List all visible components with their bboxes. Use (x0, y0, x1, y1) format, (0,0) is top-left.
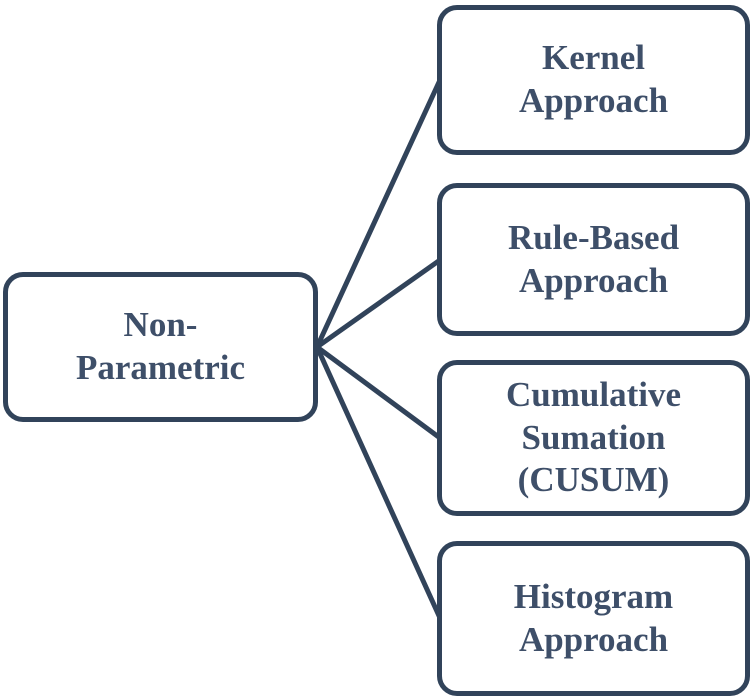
node-rule-based-approach-label: Rule-Based Approach (507, 217, 680, 300)
node-kernel-approach-label: Kernel Approach (518, 38, 669, 120)
node-non-parametric-label: Non- Parametric (75, 305, 246, 387)
node-histogram-approach-label: Histogram Approach (513, 576, 674, 659)
node-kernel-approach: Kernel Approach (437, 5, 750, 155)
edge-root-to-rule-based (314, 257, 443, 350)
node-cusum: Cumulative Sumation (CUSUM) (437, 360, 750, 516)
node-rule-based-approach: Rule-Based Approach (437, 183, 750, 336)
node-histogram-approach: Histogram Approach (437, 541, 750, 696)
edge-root-to-histogram (314, 344, 443, 621)
node-non-parametric: Non- Parametric (3, 272, 318, 422)
node-cusum-label: Cumulative Sumation (CUSUM) (506, 374, 681, 500)
edge-root-to-cusum (314, 344, 443, 441)
edge-root-to-kernel (314, 77, 443, 350)
